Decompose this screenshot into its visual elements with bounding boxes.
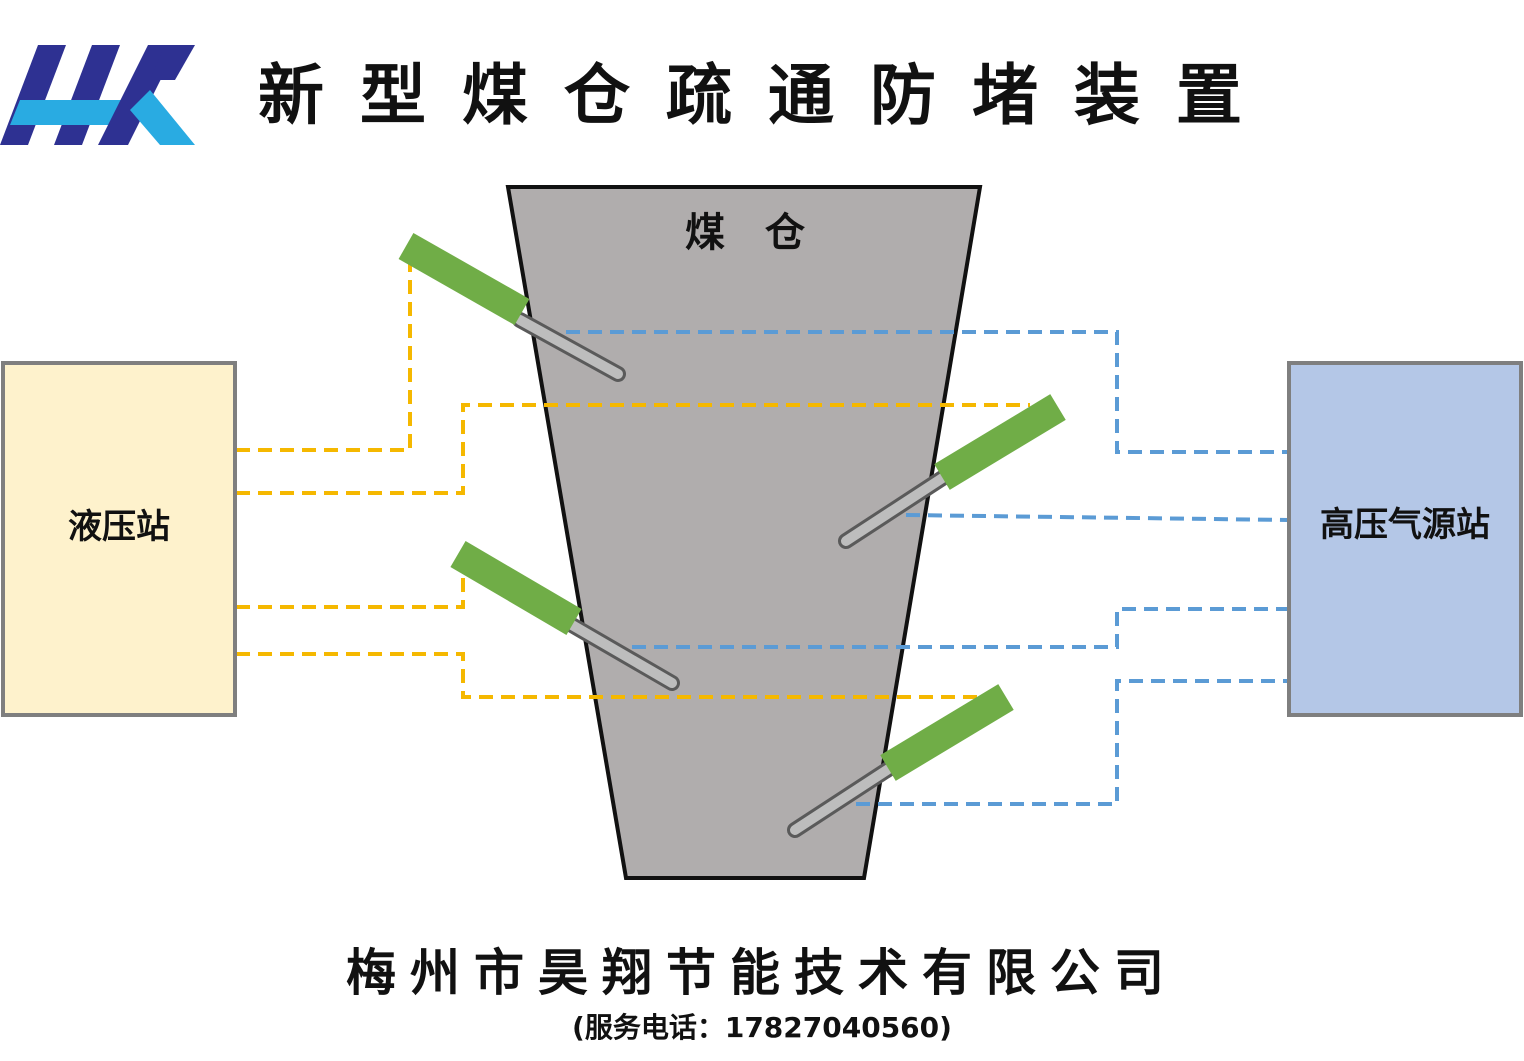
actuator-2 [838, 394, 1066, 549]
air-line-4 [856, 679, 1288, 806]
hydraulic-line-3 [236, 568, 465, 609]
hydraulic-station-box [1, 361, 237, 717]
page-title: 新型煤仓疏通防堵装置 [258, 57, 1278, 134]
logo-leg [130, 90, 195, 145]
logo-crossbar [10, 100, 130, 125]
hydraulic-lines [236, 260, 1030, 699]
air-line-3 [632, 607, 1288, 649]
service-phone: (服务电话：17827040560) [572, 1011, 952, 1044]
logo-arm [150, 45, 195, 80]
hydraulic-line-2 [236, 403, 1030, 495]
hydraulic-line-4 [236, 652, 980, 699]
air-line-2 [905, 513, 1289, 522]
coal-bin [505, 185, 983, 880]
company-name: 梅州市昊翔节能技术有限公司 [346, 944, 1178, 1002]
coal-bin-label: 煤 仓 [685, 210, 806, 256]
air-station-label: 高压气源站 [1320, 505, 1490, 545]
hydraulic-station-label: 液压站 [68, 507, 170, 547]
actuator-4 [787, 684, 1014, 838]
air-line-1 [566, 330, 1288, 454]
air-station-box [1287, 361, 1523, 717]
air-lines [566, 330, 1289, 806]
actuator-3 [450, 541, 680, 691]
actuator-1 [398, 232, 626, 382]
company-logo [0, 45, 195, 145]
hydraulic-line-1 [236, 260, 412, 452]
